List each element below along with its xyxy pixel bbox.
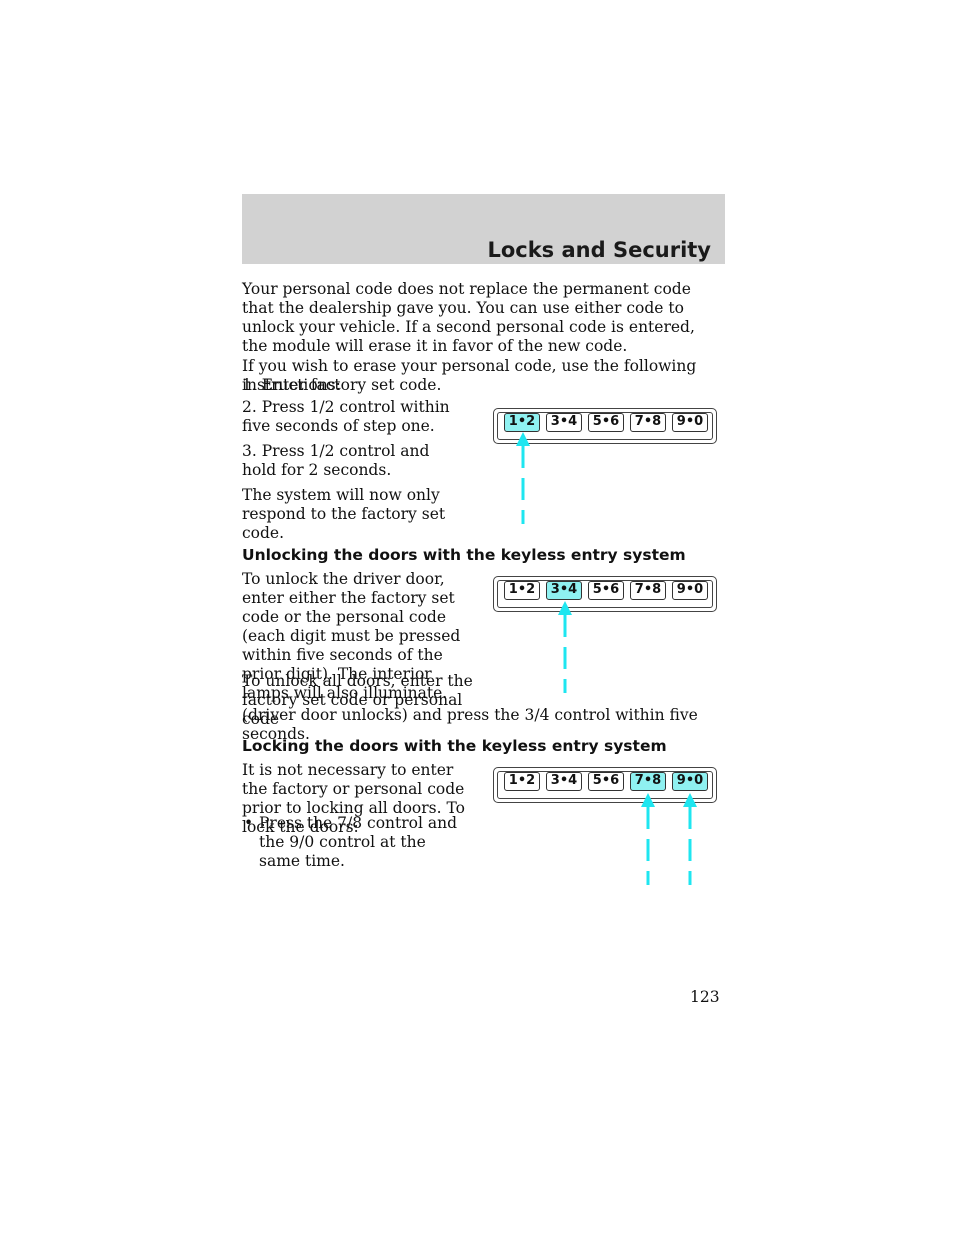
unlock-paragraph-1: To unlock the driver door, enter either … bbox=[242, 570, 472, 703]
unlock-text-2b: (driver door unlocks) and press the 3/4 … bbox=[242, 706, 698, 743]
lock-paragraph-1: It is not necessary to enter the factory… bbox=[242, 761, 482, 837]
lock-heading: Locking the doors with the keyless entry… bbox=[242, 737, 667, 755]
keypad-frame bbox=[497, 580, 713, 608]
step-1: 1. Enter factory set code. bbox=[242, 376, 482, 395]
section-title: Locks and Security bbox=[487, 238, 711, 262]
section-header-band: Locks and Security bbox=[242, 194, 725, 264]
unlock-heading: Unlocking the doors with the keyless ent… bbox=[242, 546, 686, 564]
unlock-paragraph-2a: To unlock all doors, enter the factory s… bbox=[242, 672, 482, 729]
step-2-text: 2. Press 1/2 control within five seconds… bbox=[242, 398, 450, 435]
erase-result: The system will now only respond to the … bbox=[242, 486, 457, 543]
key-3-4: 3•4 bbox=[546, 413, 582, 432]
unlock-text-1: To unlock the driver door, enter either … bbox=[242, 570, 461, 702]
unlock-text-2a: To unlock all doors, enter the factory s… bbox=[242, 672, 473, 728]
press-arrow-3-4 bbox=[558, 601, 572, 693]
erase-result-text: The system will now only respond to the … bbox=[242, 486, 446, 542]
step-3-text: 3. Press 1/2 control and hold for 2 seco… bbox=[242, 442, 430, 479]
press-arrow-9-0 bbox=[683, 793, 697, 885]
key-5-6: 5•6 bbox=[588, 581, 624, 600]
keypad-frame bbox=[497, 771, 713, 799]
press-arrow-1-2 bbox=[516, 432, 530, 524]
intro-paragraph-1: Your personal code does not replace the … bbox=[242, 280, 722, 356]
step-2: 2. Press 1/2 control within five seconds… bbox=[242, 398, 457, 436]
key-5-6: 5•6 bbox=[588, 413, 624, 432]
keypad-figure-1: 1•2 3•4 5•6 7•8 9•0 bbox=[493, 408, 717, 444]
step-3: 3. Press 1/2 control and hold for 2 seco… bbox=[242, 442, 457, 480]
intro-text-2: If you wish to erase your personal code,… bbox=[242, 357, 697, 394]
key-3-4: 3•4 bbox=[546, 581, 582, 600]
key-9-0: 9•0 bbox=[672, 581, 708, 600]
lock-text-1: It is not necessary to enter the factory… bbox=[242, 761, 465, 836]
key-3-4: 3•4 bbox=[546, 772, 582, 791]
press-arrow-7-8 bbox=[641, 793, 655, 885]
key-7-8: 7•8 bbox=[630, 581, 666, 600]
key-7-8: 7•8 bbox=[630, 772, 666, 791]
unlock-paragraph-2b: (driver door unlocks) and press the 3/4 … bbox=[242, 706, 722, 744]
key-7-8: 7•8 bbox=[630, 413, 666, 432]
page-number: 123 bbox=[690, 988, 720, 1006]
bullet-symbol: • bbox=[244, 814, 254, 832]
key-5-6: 5•6 bbox=[588, 772, 624, 791]
step-1-text: 1. Enter factory set code. bbox=[242, 376, 442, 394]
intro-text-1: Your personal code does not replace the … bbox=[242, 280, 695, 355]
key-1-2: 1•2 bbox=[504, 772, 540, 791]
keypad-figure-2: 1•2 3•4 5•6 7•8 9•0 bbox=[493, 576, 717, 612]
key-9-0: 9•0 bbox=[672, 413, 708, 432]
intro-paragraph-2: If you wish to erase your personal code,… bbox=[242, 357, 722, 395]
lock-bullet-1: • Press the 7/8 control and the 9/0 cont… bbox=[242, 814, 482, 871]
key-1-2: 1•2 bbox=[504, 413, 540, 432]
key-9-0: 9•0 bbox=[672, 772, 708, 791]
keypad-figure-3: 1•2 3•4 5•6 7•8 9•0 bbox=[493, 767, 717, 803]
key-1-2: 1•2 bbox=[504, 581, 540, 600]
lock-bullet-text: Press the 7/8 control and the 9/0 contro… bbox=[259, 814, 458, 870]
keypad-frame bbox=[497, 412, 713, 440]
